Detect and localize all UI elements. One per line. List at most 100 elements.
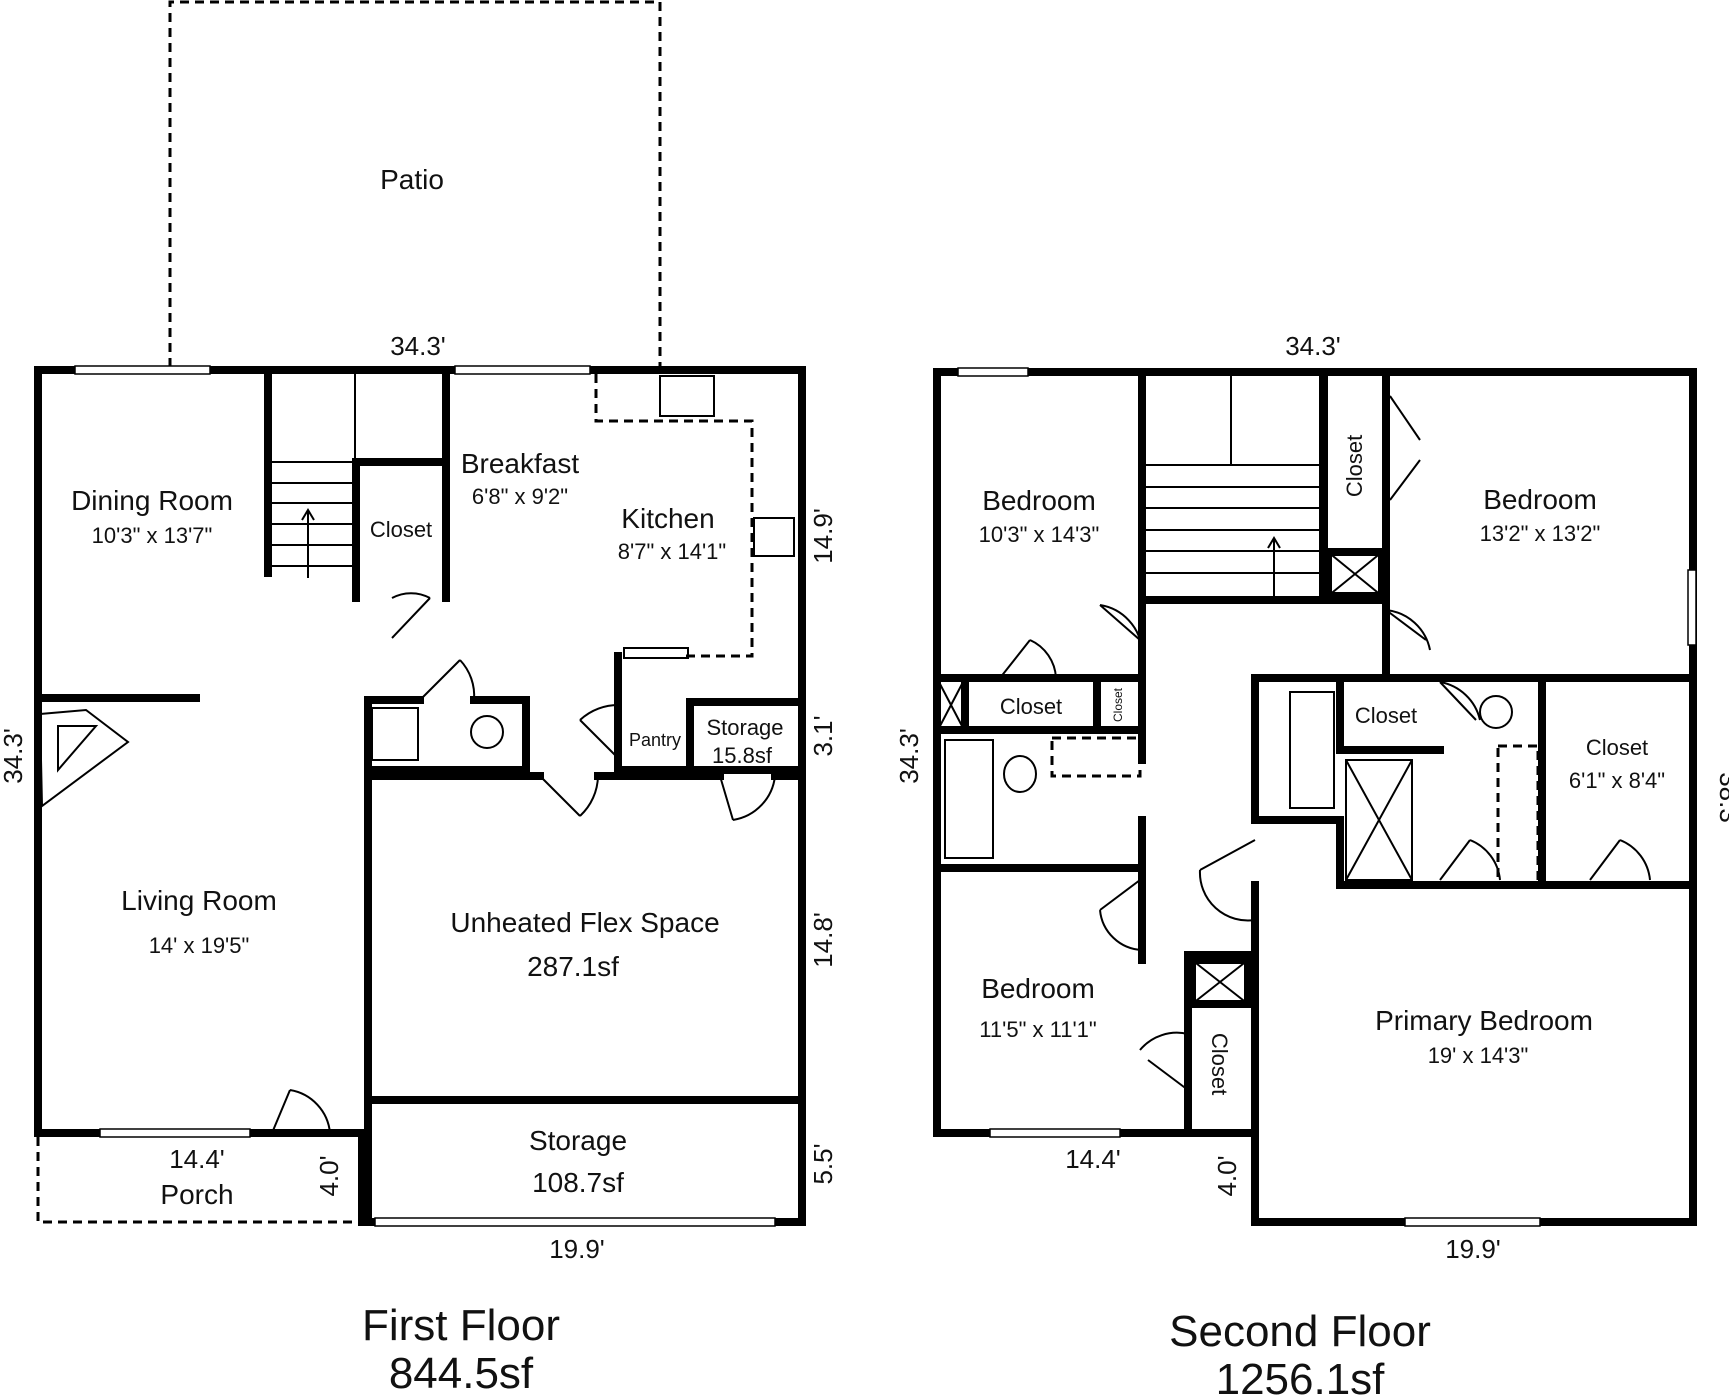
door-swing [1385, 609, 1431, 651]
ff-bottom-wall [34, 1129, 806, 1226]
toilet-icon [1479, 695, 1513, 729]
room-label-porch: Porch [160, 1179, 233, 1210]
pantry-wall [614, 652, 806, 774]
chase-x [1327, 551, 1383, 597]
dim-porch-width: 14.4' [169, 1144, 225, 1174]
room-label-closet-vertical: Closet [1342, 435, 1367, 497]
room-area-storage: 108.7sf [532, 1167, 624, 1198]
room-area-flex: 287.1sf [527, 951, 619, 982]
room-label-primary: Primary Bedroom [1375, 1005, 1593, 1036]
chase-x [1191, 959, 1249, 1005]
sink-icon [371, 707, 419, 761]
washer-dryer-icon [1289, 691, 1335, 809]
stove-icon [753, 517, 795, 557]
window [1404, 1217, 1541, 1227]
stair-arrow [1267, 536, 1281, 600]
first-floor-plan [34, 0, 806, 1227]
door-swing [1389, 395, 1421, 501]
sf-dim-step: 4.0' [1212, 1155, 1242, 1196]
window [374, 1217, 776, 1227]
dim-bottom: 19.9' [549, 1234, 605, 1264]
kitchen-counter [594, 374, 754, 658]
door-swing [579, 703, 621, 761]
fridge-icon [623, 647, 689, 659]
door-swing [1589, 839, 1651, 881]
dim-right-mid: 3.1' [808, 715, 838, 756]
stair-treads [268, 461, 355, 567]
vanity-counter [1050, 736, 1142, 778]
door-swing [1099, 604, 1143, 651]
dim-right-upper: 14.9' [808, 508, 838, 564]
chase-x [939, 683, 963, 727]
shower-icon [1345, 759, 1413, 881]
dim-right-bottom: 5.5' [808, 1143, 838, 1184]
dim-top: 34.3' [390, 331, 446, 361]
room-size-closet-walkin: 6'1" x 8'4" [1569, 768, 1665, 793]
floor-area-second: 1256.1sf [1216, 1355, 1386, 1397]
room-label-dining: Dining Room [71, 485, 233, 516]
room-label-patio: Patio [380, 164, 444, 195]
room-label-flex: Unheated Flex Space [450, 907, 719, 938]
room-label-living: Living Room [121, 885, 277, 916]
window [989, 1128, 1121, 1138]
toilet-icon [470, 715, 504, 749]
window [454, 365, 591, 375]
sf-dim-left: 34.3' [894, 728, 924, 784]
ff-exterior-wall [34, 366, 806, 1226]
door-swing [419, 659, 476, 701]
room-label-closet: Closet [370, 517, 432, 542]
half-bath-wall [364, 696, 530, 774]
stair-arrow [301, 508, 315, 578]
room-label-closet-hall: Closet [1000, 694, 1062, 719]
dim-porch-depth: 4.0' [314, 1155, 344, 1196]
stair-treads [1142, 464, 1320, 574]
toilet-icon [1003, 755, 1037, 793]
room-size-breakfast: 6'8" x 9'2" [472, 484, 568, 509]
patio-outline [168, 0, 662, 367]
door-swing [1099, 879, 1143, 951]
primary-wall [1251, 816, 1697, 889]
dim-right-lower: 14.8' [808, 912, 838, 968]
room-label-closet-bath: Closet [1355, 703, 1417, 728]
door-swing [1439, 839, 1501, 881]
window [957, 367, 1029, 377]
sf-dim-top: 34.3' [1285, 331, 1341, 361]
room-size-bedroom-1: 10'3" x 14'3" [979, 522, 1100, 547]
room-label-bedroom-2: Bedroom [1483, 484, 1597, 515]
door-swing [999, 639, 1057, 679]
second-floor-plan [933, 367, 1697, 1227]
window [99, 1128, 251, 1138]
closet-row [961, 674, 1101, 734]
room-size-dining: 10'3" x 13'7" [92, 523, 213, 548]
floor-title-first: First Floor [362, 1301, 560, 1350]
sf-exterior-wall [933, 368, 1697, 1226]
window [74, 365, 211, 375]
room-size-primary: 19' x 14'3" [1428, 1043, 1529, 1068]
floor-area-first: 844.5sf [389, 1349, 534, 1397]
room-label-kitchen: Kitchen [621, 503, 714, 534]
chase-box [1188, 956, 1252, 1008]
floor-title-second: Second Floor [1169, 1307, 1431, 1356]
room-label-bedroom-3: Bedroom [981, 973, 1095, 1004]
door-swing [719, 775, 776, 821]
door-swing [1198, 839, 1256, 922]
bathtub-icon [944, 739, 994, 859]
room-area-storage-small: 15.8sf [712, 743, 773, 768]
sf-dim-bottom-right: 19.9' [1445, 1234, 1501, 1264]
room-label-closet-bed3: Closet [1207, 1033, 1232, 1095]
door-swing [391, 592, 431, 639]
room-label-bedroom-1: Bedroom [982, 485, 1096, 516]
fireplace-icon [38, 708, 130, 808]
room-label-pantry: Pantry [629, 730, 681, 750]
sf-dim-bottom-left: 14.4' [1065, 1144, 1121, 1174]
shower-drain [1345, 759, 1413, 881]
room-label-storage: Storage [529, 1125, 627, 1156]
chase-box [1324, 548, 1386, 600]
vanity-counter [1496, 744, 1540, 886]
room-size-kitchen: 8'7" x 14'1" [618, 539, 726, 564]
dim-left: 34.3' [0, 728, 28, 784]
door-swing [1439, 681, 1481, 721]
room-size-bedroom-2: 13'2" x 13'2" [1480, 521, 1601, 546]
room-label-storage-small: Storage [706, 715, 783, 740]
